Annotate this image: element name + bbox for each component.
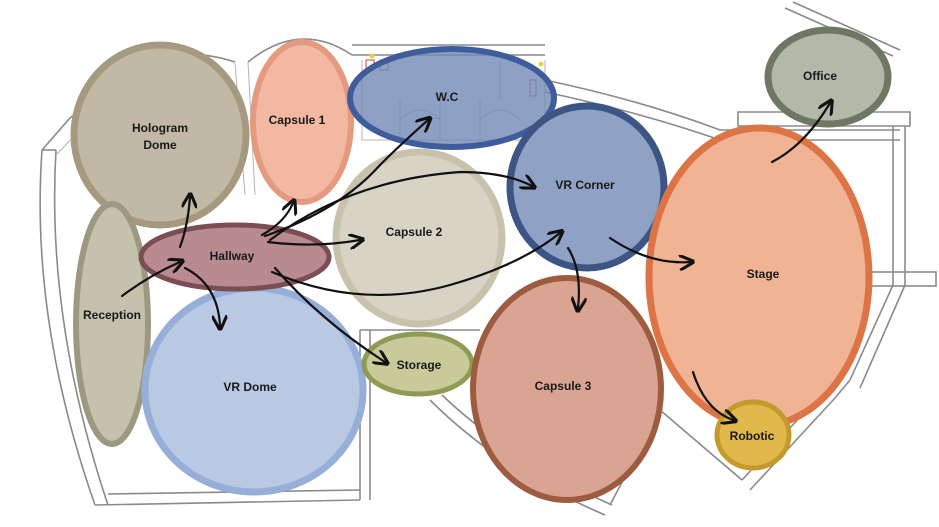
zone-capsule-3[interactable] [470, 275, 664, 503]
flow-arrows [120, 103, 830, 420]
label-vr-corner: VR Corner [555, 178, 615, 192]
arrow-hallway-to-hologram-dome [178, 197, 190, 249]
label-hologram-dome-line2: Dome [143, 138, 177, 152]
zone-wc[interactable] [347, 46, 557, 150]
arrow-hallway-to-vr-corner [268, 170, 532, 242]
zone-office[interactable] [764, 26, 892, 128]
arrow-hallway-to-vr-corner-lower [270, 233, 560, 296]
zone-hallway[interactable] [138, 222, 332, 292]
arrow-hallway-to-capsule-1 [260, 203, 293, 237]
arrow-vr-corner-to-stage [608, 236, 690, 262]
label-capsule-3: Capsule 3 [535, 379, 592, 393]
label-hallway: Hallway [210, 249, 255, 263]
zone-labels: Hologram Dome Capsule 1 W.C Capsule 2 VR… [83, 69, 837, 443]
label-stage: Stage [747, 267, 780, 281]
label-vr-dome: VR Dome [223, 380, 277, 394]
arrow-stage-to-office [770, 103, 830, 164]
arrow-hallway-to-vr-dome [183, 266, 220, 326]
zone-vr-corner[interactable] [506, 102, 668, 272]
arrow-vr-corner-to-capsule-3 [566, 246, 579, 308]
label-hologram-dome-line1: Hologram [132, 121, 188, 135]
arrow-hallway-to-wc [263, 120, 428, 238]
arrow-reception-to-hallway [120, 262, 180, 298]
label-storage: Storage [397, 358, 442, 372]
zone-reception[interactable] [73, 201, 151, 447]
label-capsule-2: Capsule 2 [386, 225, 443, 239]
zone-capsule-1[interactable] [250, 39, 354, 205]
label-wc: W.C [436, 90, 459, 104]
arrow-hallway-to-storage [273, 266, 385, 362]
zone-hologram-dome[interactable] [70, 41, 250, 229]
label-office: Office [803, 69, 837, 83]
label-robotic: Robotic [730, 429, 775, 443]
label-capsule-1: Capsule 1 [269, 113, 326, 127]
arrow-stage-to-robotic [691, 370, 733, 420]
arrow-hallway-to-capsule-2 [266, 240, 360, 245]
zone-storage[interactable] [361, 331, 475, 397]
label-reception: Reception [83, 308, 141, 322]
